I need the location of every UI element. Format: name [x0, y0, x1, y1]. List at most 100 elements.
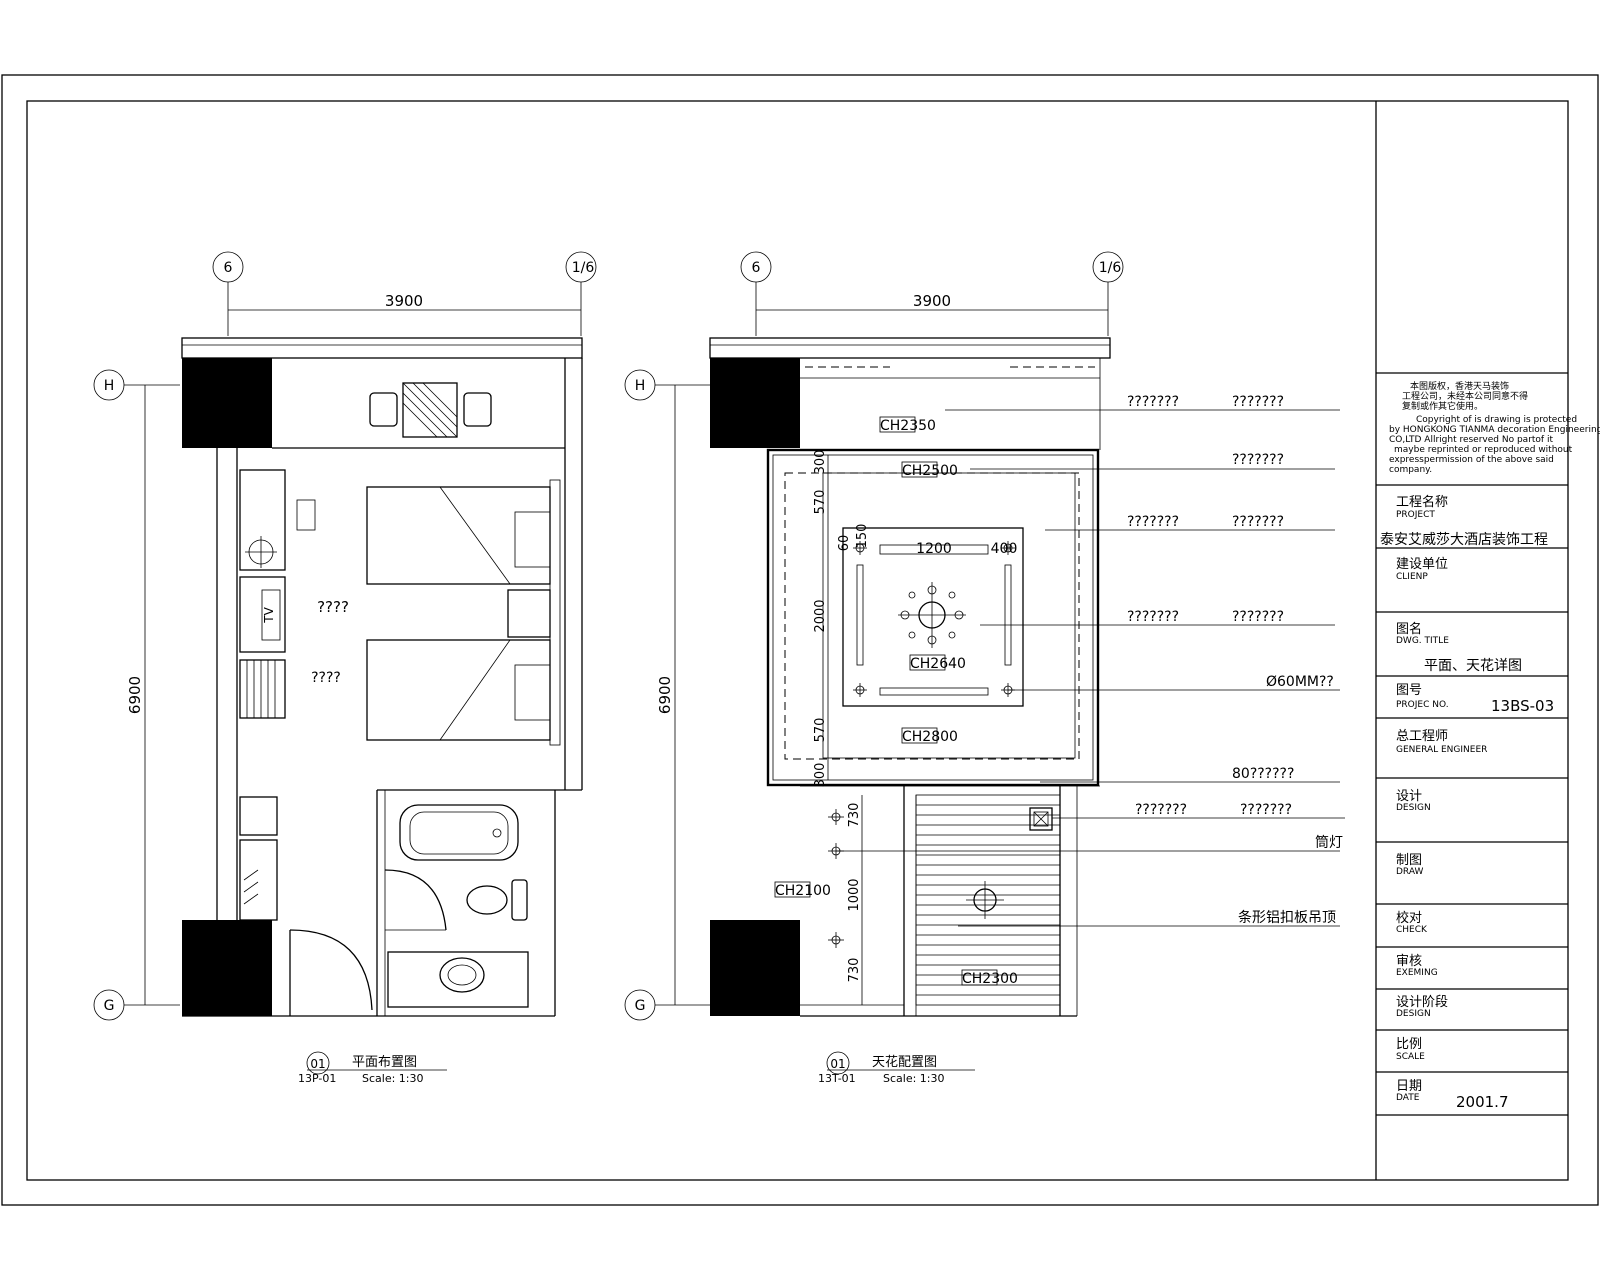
axis-label-6: 6: [224, 260, 233, 276]
column-bottom: [182, 920, 272, 1016]
downlight-icon: [853, 541, 867, 555]
note-4-a: ???????: [1127, 609, 1179, 625]
headboard: [549, 479, 561, 746]
client-label-cn: 建设单位: [1396, 557, 1448, 572]
ceiling-column-top: [710, 358, 800, 448]
project-label-en: PROJECT: [1396, 510, 1435, 520]
column-top: [182, 358, 272, 448]
ceiling-tray: [822, 472, 1076, 759]
ceiling-title-number: 01: [830, 1057, 845, 1071]
note-3-b: ???????: [1232, 514, 1284, 530]
engineer-label-cn: 总工程师: [1396, 729, 1448, 744]
ceiling-scale: Scale: 1:30: [883, 1072, 945, 1085]
dim-depth-label: 6900: [126, 676, 144, 714]
ceiling-height-2800: CH2800: [902, 729, 958, 745]
axis-label-6-ceiling: 6: [752, 260, 761, 276]
linear-light-right: [1004, 564, 1012, 666]
dim-730-a: 730: [847, 803, 862, 828]
copyright-cn-1: 本图版权，香港天马装饰: [1410, 380, 1509, 392]
note-7-a: ???????: [1135, 802, 1187, 818]
project-no-label-en: PROJEC NO.: [1396, 700, 1449, 710]
exhaust-fan-icon: [1029, 807, 1053, 831]
project-no-label-cn: 图号: [1396, 683, 1422, 698]
ceiling-outer-frame: [766, 448, 1100, 787]
floor-plan: 6 1/6 3900 H G 6900: [93, 251, 597, 1085]
ceiling-column-bottom: [710, 920, 800, 1016]
note-2-b: ???????: [1232, 452, 1284, 468]
copyright-en-4: maybe reprinted or reproduced without: [1394, 445, 1573, 455]
axis-label-g-ceiling: G: [635, 998, 646, 1014]
bed-1: [366, 486, 551, 585]
chandelier-icon: [898, 582, 966, 648]
note-3-a: ???????: [1127, 514, 1179, 530]
note-7-b: ???????: [1240, 802, 1292, 818]
ceiling-height-2100: CH2100: [775, 883, 831, 899]
ceiling-title: 天花配置图: [872, 1054, 937, 1070]
note-5-b: Ø60MM??: [1266, 674, 1334, 690]
bed-2: [366, 639, 551, 741]
dim-2000: 2000: [813, 599, 828, 632]
safe-box: [239, 796, 278, 836]
dim-300-b: 300: [813, 763, 828, 788]
project-no-value: 13BS-03: [1491, 697, 1554, 715]
design-label-cn: 设计: [1396, 789, 1422, 804]
axis-label-h: H: [104, 378, 115, 394]
bathroom-door-swing: [384, 869, 447, 931]
scale-label-en: SCALE: [1396, 1052, 1425, 1062]
scale-label-cn: 比例: [1396, 1037, 1422, 1052]
dwg-title-value: 平面、天花详图: [1424, 658, 1522, 674]
note-4-b: ???????: [1232, 609, 1284, 625]
copyright-cn-2: 工程公司，未经本公司同意不得: [1402, 390, 1528, 402]
copyright-en-6: company.: [1389, 465, 1432, 475]
outer-frame: [1, 74, 1599, 1206]
check-label-en: CHECK: [1396, 925, 1428, 935]
note-1-b: ???????: [1232, 394, 1284, 410]
aluminum-strip-ceiling: [915, 794, 1061, 1006]
bathtub: [399, 804, 519, 861]
date-label-cn: 日期: [1396, 1079, 1422, 1094]
dim-570-b: 570: [813, 718, 828, 743]
dim-width-label: 3900: [385, 292, 423, 310]
nightstand: [507, 589, 551, 638]
toilet: [466, 885, 508, 915]
ceiling-plan: 6 1/6 3900 H G 6900: [624, 251, 1345, 1085]
sink: [439, 957, 485, 993]
dim-150: 150: [855, 524, 870, 549]
ceiling-center-panel: [842, 527, 1024, 707]
dim-1000: 1000: [847, 878, 862, 911]
vanity: [387, 951, 529, 1008]
stage-label-en: DESIGN: [1396, 1009, 1431, 1019]
exeming-label-cn: 审核: [1396, 954, 1422, 969]
title-block: 本图版权，香港天马装饰 工程公司，未经本公司同意不得 复制或作其它使用。 Cop…: [1376, 372, 1600, 1116]
table: [402, 382, 458, 438]
room-mark-2: ????: [311, 670, 341, 686]
plan-sheet-code: 13P-01: [298, 1072, 336, 1085]
corridor-downlight-icon: [828, 809, 844, 825]
tv-cabinet: [239, 576, 286, 653]
ceiling-height-2500: CH2500: [902, 463, 958, 479]
linear-light-left: [856, 564, 864, 666]
ceiling-top-wall: [709, 337, 1111, 359]
pillow-2: [514, 664, 551, 721]
downlight-icon: [1001, 541, 1015, 555]
ceiling-title-bubble: [826, 1051, 850, 1075]
stage-label-cn: 设计阶段: [1396, 995, 1448, 1010]
copyright-en-1: Copyright of is drawing is protected: [1416, 415, 1577, 425]
ceiling-height-2640: CH2640: [910, 656, 966, 672]
dim-730-b: 730: [847, 958, 862, 983]
ceiling-dim-depth: 6900: [656, 676, 674, 714]
plan-title-number: 01: [310, 1057, 325, 1071]
note-1-a: ???????: [1127, 394, 1179, 410]
note-9-b: 条形铝扣板吊顶: [1238, 909, 1336, 926]
dim-1200: 1200: [916, 541, 952, 557]
check-label-cn: 校对: [1396, 910, 1422, 926]
ceiling-height-2350: CH2350: [880, 418, 936, 434]
chair-left: [369, 392, 398, 427]
corridor-downlight-icon: [828, 932, 844, 948]
ceiling-dim-width: 3900: [913, 292, 951, 310]
project-value: 泰安艾威莎大酒店装饰工程: [1380, 532, 1548, 548]
chair-right: [463, 392, 492, 427]
top-wall: [181, 337, 583, 359]
copyright-en-2: by HONGKONG TIANMA decoration Engineerin…: [1389, 425, 1600, 435]
